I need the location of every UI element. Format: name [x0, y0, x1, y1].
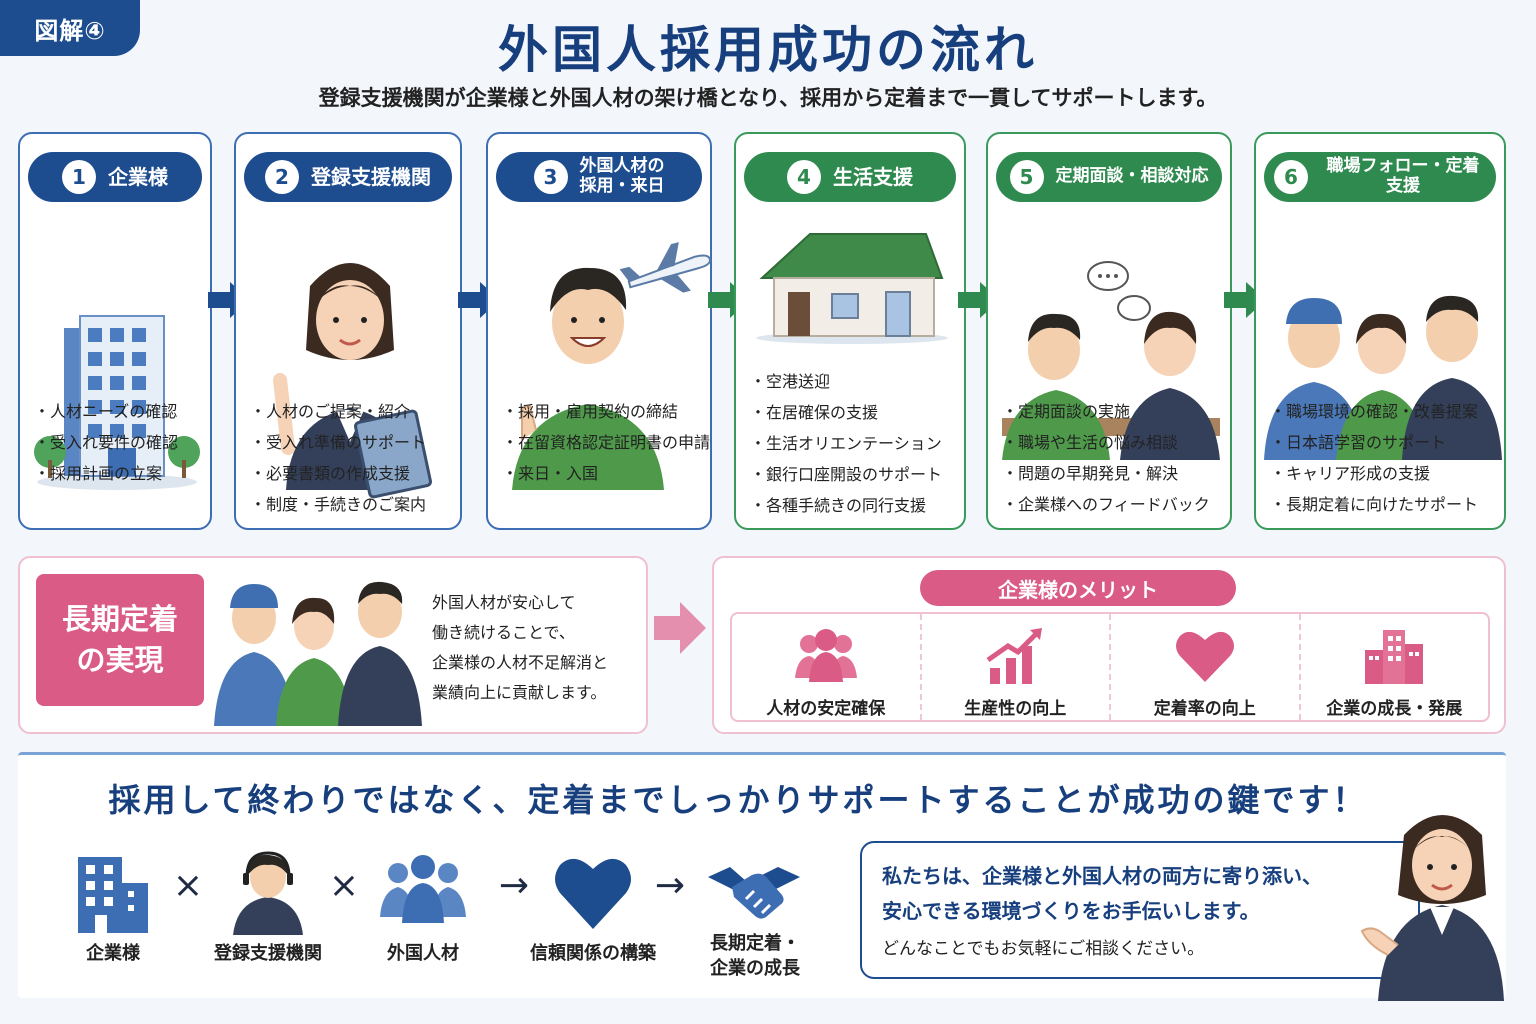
- merits-list: 人材の安定確保 生産性の向上 定着率の向上: [730, 612, 1490, 722]
- step-card-3: 3 外国人材の 採用・来日 採用・雇用契約の締結 在留資格認定証明書の申請 来日…: [486, 132, 712, 530]
- step-label: 外国人材の 採用・来日: [579, 156, 665, 196]
- arrow-right-icon: →: [654, 865, 686, 906]
- step-label: 定期面談・相談対応: [1055, 166, 1209, 187]
- list-item: 来日・入国: [502, 458, 702, 489]
- guide-person-illustration: [1360, 815, 1504, 1001]
- people-group-icon: [794, 629, 857, 682]
- step-badge-2: 2 登録支援機関: [244, 152, 452, 202]
- step-badge-4: 4 生活支援: [744, 152, 956, 202]
- merit-item: 企業の成長・発展: [1301, 614, 1489, 720]
- operator-icon: [233, 851, 303, 935]
- house-illustration: [756, 233, 948, 344]
- step-4-bullets: 空港送迎 在居確保の支援 生活オリエンテーション 銀行口座開設のサポート 各種手…: [750, 366, 956, 521]
- message-line: 私たちは、企業様と外国人材の両方に寄り添い、: [882, 864, 1322, 888]
- list-item: キャリア形成の支援: [1270, 458, 1496, 489]
- multiply-icon: ×: [328, 865, 360, 906]
- list-item: 採用・雇用契約の締結: [502, 396, 702, 427]
- merit-label: 定着率の向上: [1153, 699, 1256, 719]
- list-item: 人材のご提案・紹介: [250, 396, 452, 427]
- step-number: 5: [1009, 160, 1044, 194]
- flow-label-trust: 信頼関係の構築: [530, 943, 656, 964]
- step-badge-5: 5 定期面談・相談対応: [996, 152, 1222, 202]
- step-label: 職場フォロー・定着支援: [1326, 156, 1480, 196]
- step-number: 6: [1274, 160, 1308, 194]
- list-item: 採用計画の立案: [34, 458, 202, 489]
- merit-item: 生産性の向上: [922, 614, 1111, 720]
- list-item: 生活オリエンテーション: [750, 428, 956, 459]
- list-item: 受入れ要件の確認: [34, 427, 202, 458]
- step-card-6: 6 職場フォロー・定着支援 職場環境の確認・改善提案 日本語学習のサポート キャ…: [1254, 132, 1506, 530]
- arrow-right-icon: [654, 602, 706, 654]
- list-item: 日本語学習のサポート: [1270, 427, 1496, 458]
- list-item: 銀行口座開設のサポート: [750, 459, 956, 490]
- step-number: 3: [533, 160, 568, 194]
- step-card-2: 2 登録支援機関 人材のご提案・紹介 受入れ準備のサポート 必要書類の作成支援 …: [234, 132, 462, 530]
- step-3-bullets: 採用・雇用契約の締結 在留資格認定証明書の申請 来日・入国: [502, 396, 710, 489]
- list-item: 空港送迎: [750, 366, 956, 397]
- team-illustration: [214, 581, 422, 726]
- step-card-4: 4 生活支援 空港送迎 在居確保の支援 生活オリエンテーション 銀行口座開設のサ…: [734, 132, 966, 530]
- message-line: どんなことでもお気軽にご相談ください。: [882, 939, 1205, 959]
- handshake-icon: [708, 867, 800, 919]
- heart-icon: [1175, 631, 1234, 682]
- building-icon: [78, 857, 148, 933]
- buildings-icon: [1365, 630, 1424, 684]
- slogan: 採用して終わりではなく、定着までしっかりサポートすることが成功の鍵です！: [108, 781, 1368, 819]
- step-badge-3: 3 外国人材の 採用・来日: [496, 152, 702, 202]
- step-1-bullets: 人材ニーズの確認 受入れ要件の確認 採用計画の立案: [34, 396, 202, 489]
- message-box: 私たちは、企業様と外国人材の両方に寄り添い、 安心できる環境づくりをお手伝いしま…: [860, 841, 1420, 979]
- settlement-label: 長期定着 の実現: [36, 574, 204, 706]
- long-term-settlement-panel: 長期定着 の実現 外国人材が安心して 働き続けることで、 企業様の人材不足解消と…: [18, 556, 648, 734]
- heart-icon: [555, 858, 631, 929]
- step-card-1: 1 企業様 人材ニーズの確認 受入れ要件の確認 採用計画の立案: [18, 132, 212, 530]
- arrow-right-icon: →: [498, 865, 530, 906]
- merits-panel: 企業様のメリット 人材の安定確保 生産性の向上: [712, 556, 1506, 734]
- figure-tag: 図解④: [0, 0, 140, 56]
- list-item: 問題の早期発見・解決: [1002, 458, 1222, 489]
- list-item: 長期定着に向けたサポート: [1270, 489, 1496, 520]
- step-2-bullets: 人材のご提案・紹介 受入れ準備のサポート 必要書類の作成支援 制度・手続きのご案…: [250, 396, 452, 520]
- step-badge-6: 6 職場フォロー・定着支援: [1264, 152, 1496, 202]
- list-item: 受入れ準備のサポート: [250, 427, 452, 458]
- flow-label-long-term-growth: 長期定着・ 企業の成長: [710, 933, 800, 980]
- list-item: 企業様へのフィードバック: [1002, 489, 1222, 520]
- merit-label: 人材の安定確保: [766, 699, 886, 719]
- flow-label-support-org: 登録支援機関: [214, 943, 322, 964]
- list-item: 各種手続きの同行支援: [750, 490, 956, 521]
- step-label: 企業様: [108, 164, 168, 189]
- page-title: 外国人採用成功の流れ: [498, 21, 1038, 79]
- page-subtitle: 登録支援機関が企業様と外国人材の架け橋となり、採用から定着まで一貫してサポートし…: [318, 86, 1218, 110]
- list-item: 人材ニーズの確認: [34, 396, 202, 427]
- list-item: 在居確保の支援: [750, 397, 956, 428]
- step-number: 4: [787, 160, 821, 194]
- step-label: 登録支援機関: [311, 164, 431, 189]
- list-item: 制度・手続きのご案内: [250, 489, 452, 520]
- step-number: 2: [265, 160, 299, 194]
- settlement-description: 外国人材が安心して 働き続けることで、 企業様の人材不足解消と 業績向上に貢献し…: [432, 593, 609, 702]
- multiply-icon: ×: [172, 865, 204, 906]
- step-5-bullets: 定期面談の実施 職場や生活の悩み相談 問題の早期発見・解決 企業様へのフィードバ…: [1002, 396, 1222, 520]
- merits-title: 企業様のメリット: [920, 570, 1236, 606]
- step-6-bullets: 職場環境の確認・改善提案 日本語学習のサポート キャリア形成の支援 長期定着に向…: [1270, 396, 1496, 520]
- bottom-summary-panel: 採用して終わりではなく、定着までしっかりサポートすることが成功の鍵です！ 企業様…: [18, 752, 1506, 1001]
- merit-label: 企業の成長・発展: [1326, 699, 1463, 719]
- step-number: 1: [62, 160, 96, 194]
- growth-chart-icon: [986, 628, 1043, 684]
- list-item: 職場や生活の悩み相談: [1002, 427, 1222, 458]
- step-badge-1: 1 企業様: [28, 152, 202, 202]
- list-item: 必要書類の作成支援: [250, 458, 452, 489]
- merit-label: 生産性の向上: [964, 699, 1067, 719]
- list-item: 在留資格認定証明書の申請: [502, 427, 710, 458]
- message-line: 安心できる環境づくりをお手伝いします。: [882, 899, 1260, 923]
- list-item: 定期面談の実施: [1002, 396, 1222, 427]
- people-icon: [380, 855, 466, 923]
- step-card-5: 5 定期面談・相談対応 定期面談の実施 職場や生活の悩み相談 問題の早期発見・解…: [986, 132, 1232, 530]
- merit-item: 人材の安定確保: [732, 614, 922, 720]
- flow-label-foreign-talent: 外国人材: [387, 943, 459, 964]
- list-item: 職場環境の確認・改善提案: [1270, 396, 1496, 427]
- step-label: 生活支援: [833, 164, 913, 189]
- merit-item: 定着率の向上: [1111, 614, 1301, 720]
- flow-label-company: 企業様: [86, 943, 140, 964]
